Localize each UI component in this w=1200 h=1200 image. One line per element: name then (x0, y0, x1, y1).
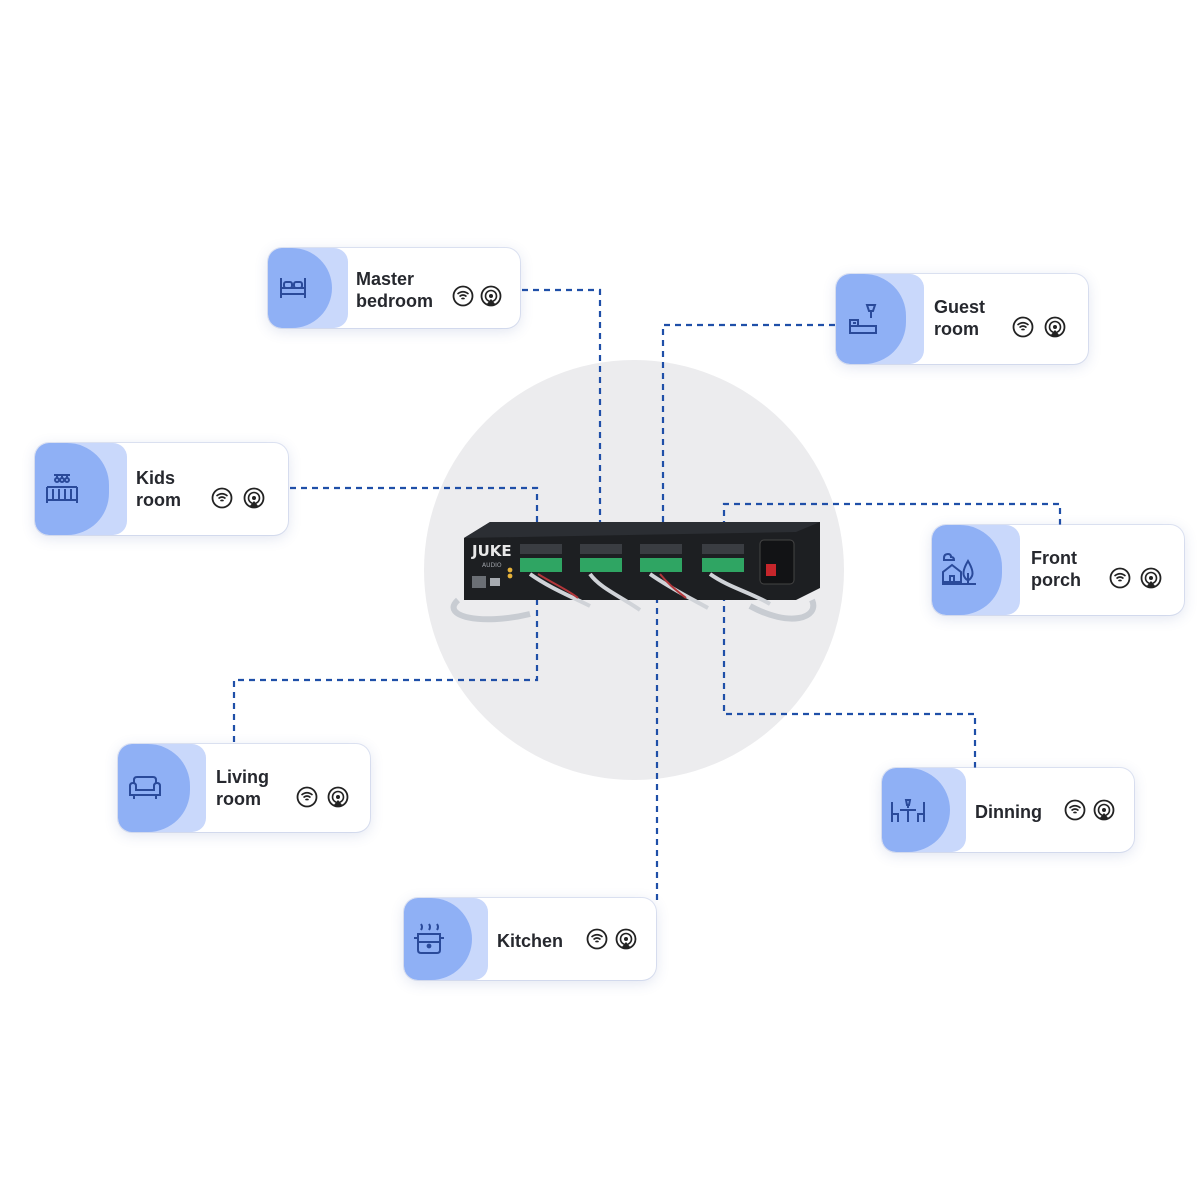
line-guest-room (661, 323, 835, 548)
wifi-icon (1064, 799, 1086, 821)
terminal-block-3 (640, 544, 682, 572)
airplay-icon (327, 786, 349, 808)
crib-mobile-icon (46, 474, 78, 503)
room-icon-tab (882, 768, 966, 852)
wifi-icon (1109, 567, 1131, 589)
juke-logo: JUKE AUDIO (471, 542, 512, 569)
room-icon-tab (35, 443, 127, 535)
juke-audio-hub-device: JUKE AUDIO (450, 522, 820, 623)
room-icon-tab (118, 744, 206, 832)
airplay-icon (1093, 799, 1115, 821)
room-icon-tab (404, 898, 488, 980)
airplay-icon (615, 928, 637, 950)
room-card-dinning[interactable]: Dinning (882, 768, 1134, 852)
wifi-icon (452, 285, 474, 307)
cooking-pot-icon (414, 923, 444, 954)
bed-icon (280, 278, 306, 298)
dining-table-icon (891, 799, 925, 822)
terminal-block-1 (520, 544, 562, 572)
room-icon-tab (932, 525, 1020, 615)
house-tree-icon (942, 552, 976, 585)
terminal-block-2 (580, 544, 622, 572)
airplay-icon (1044, 316, 1066, 338)
airplay-icon (243, 487, 265, 509)
room-card-kitchen[interactable]: Kitchen (404, 898, 656, 980)
device-sub: AUDIO (482, 562, 502, 569)
wifi-icon (296, 786, 318, 808)
line-living-room (232, 600, 539, 742)
room-icon-tab (836, 274, 924, 364)
room-label-dinning: Dinning (975, 802, 1042, 822)
line-dinning (722, 600, 977, 768)
airplay-icon (1140, 567, 1162, 589)
airplay-icon (480, 285, 502, 307)
wifi-icon (1012, 316, 1034, 338)
room-icon-tab (268, 248, 348, 328)
wifi-icon (211, 487, 233, 509)
terminal-block-4 (702, 544, 744, 572)
room-label-kitchen: Kitchen (497, 931, 564, 951)
sofa-icon (129, 776, 161, 799)
desk-lamp-icon (849, 304, 877, 334)
line-master-bedroom (522, 288, 602, 548)
device-brand: JUKE (471, 542, 512, 560)
wifi-icon (586, 928, 608, 950)
power-inlet (759, 539, 795, 585)
